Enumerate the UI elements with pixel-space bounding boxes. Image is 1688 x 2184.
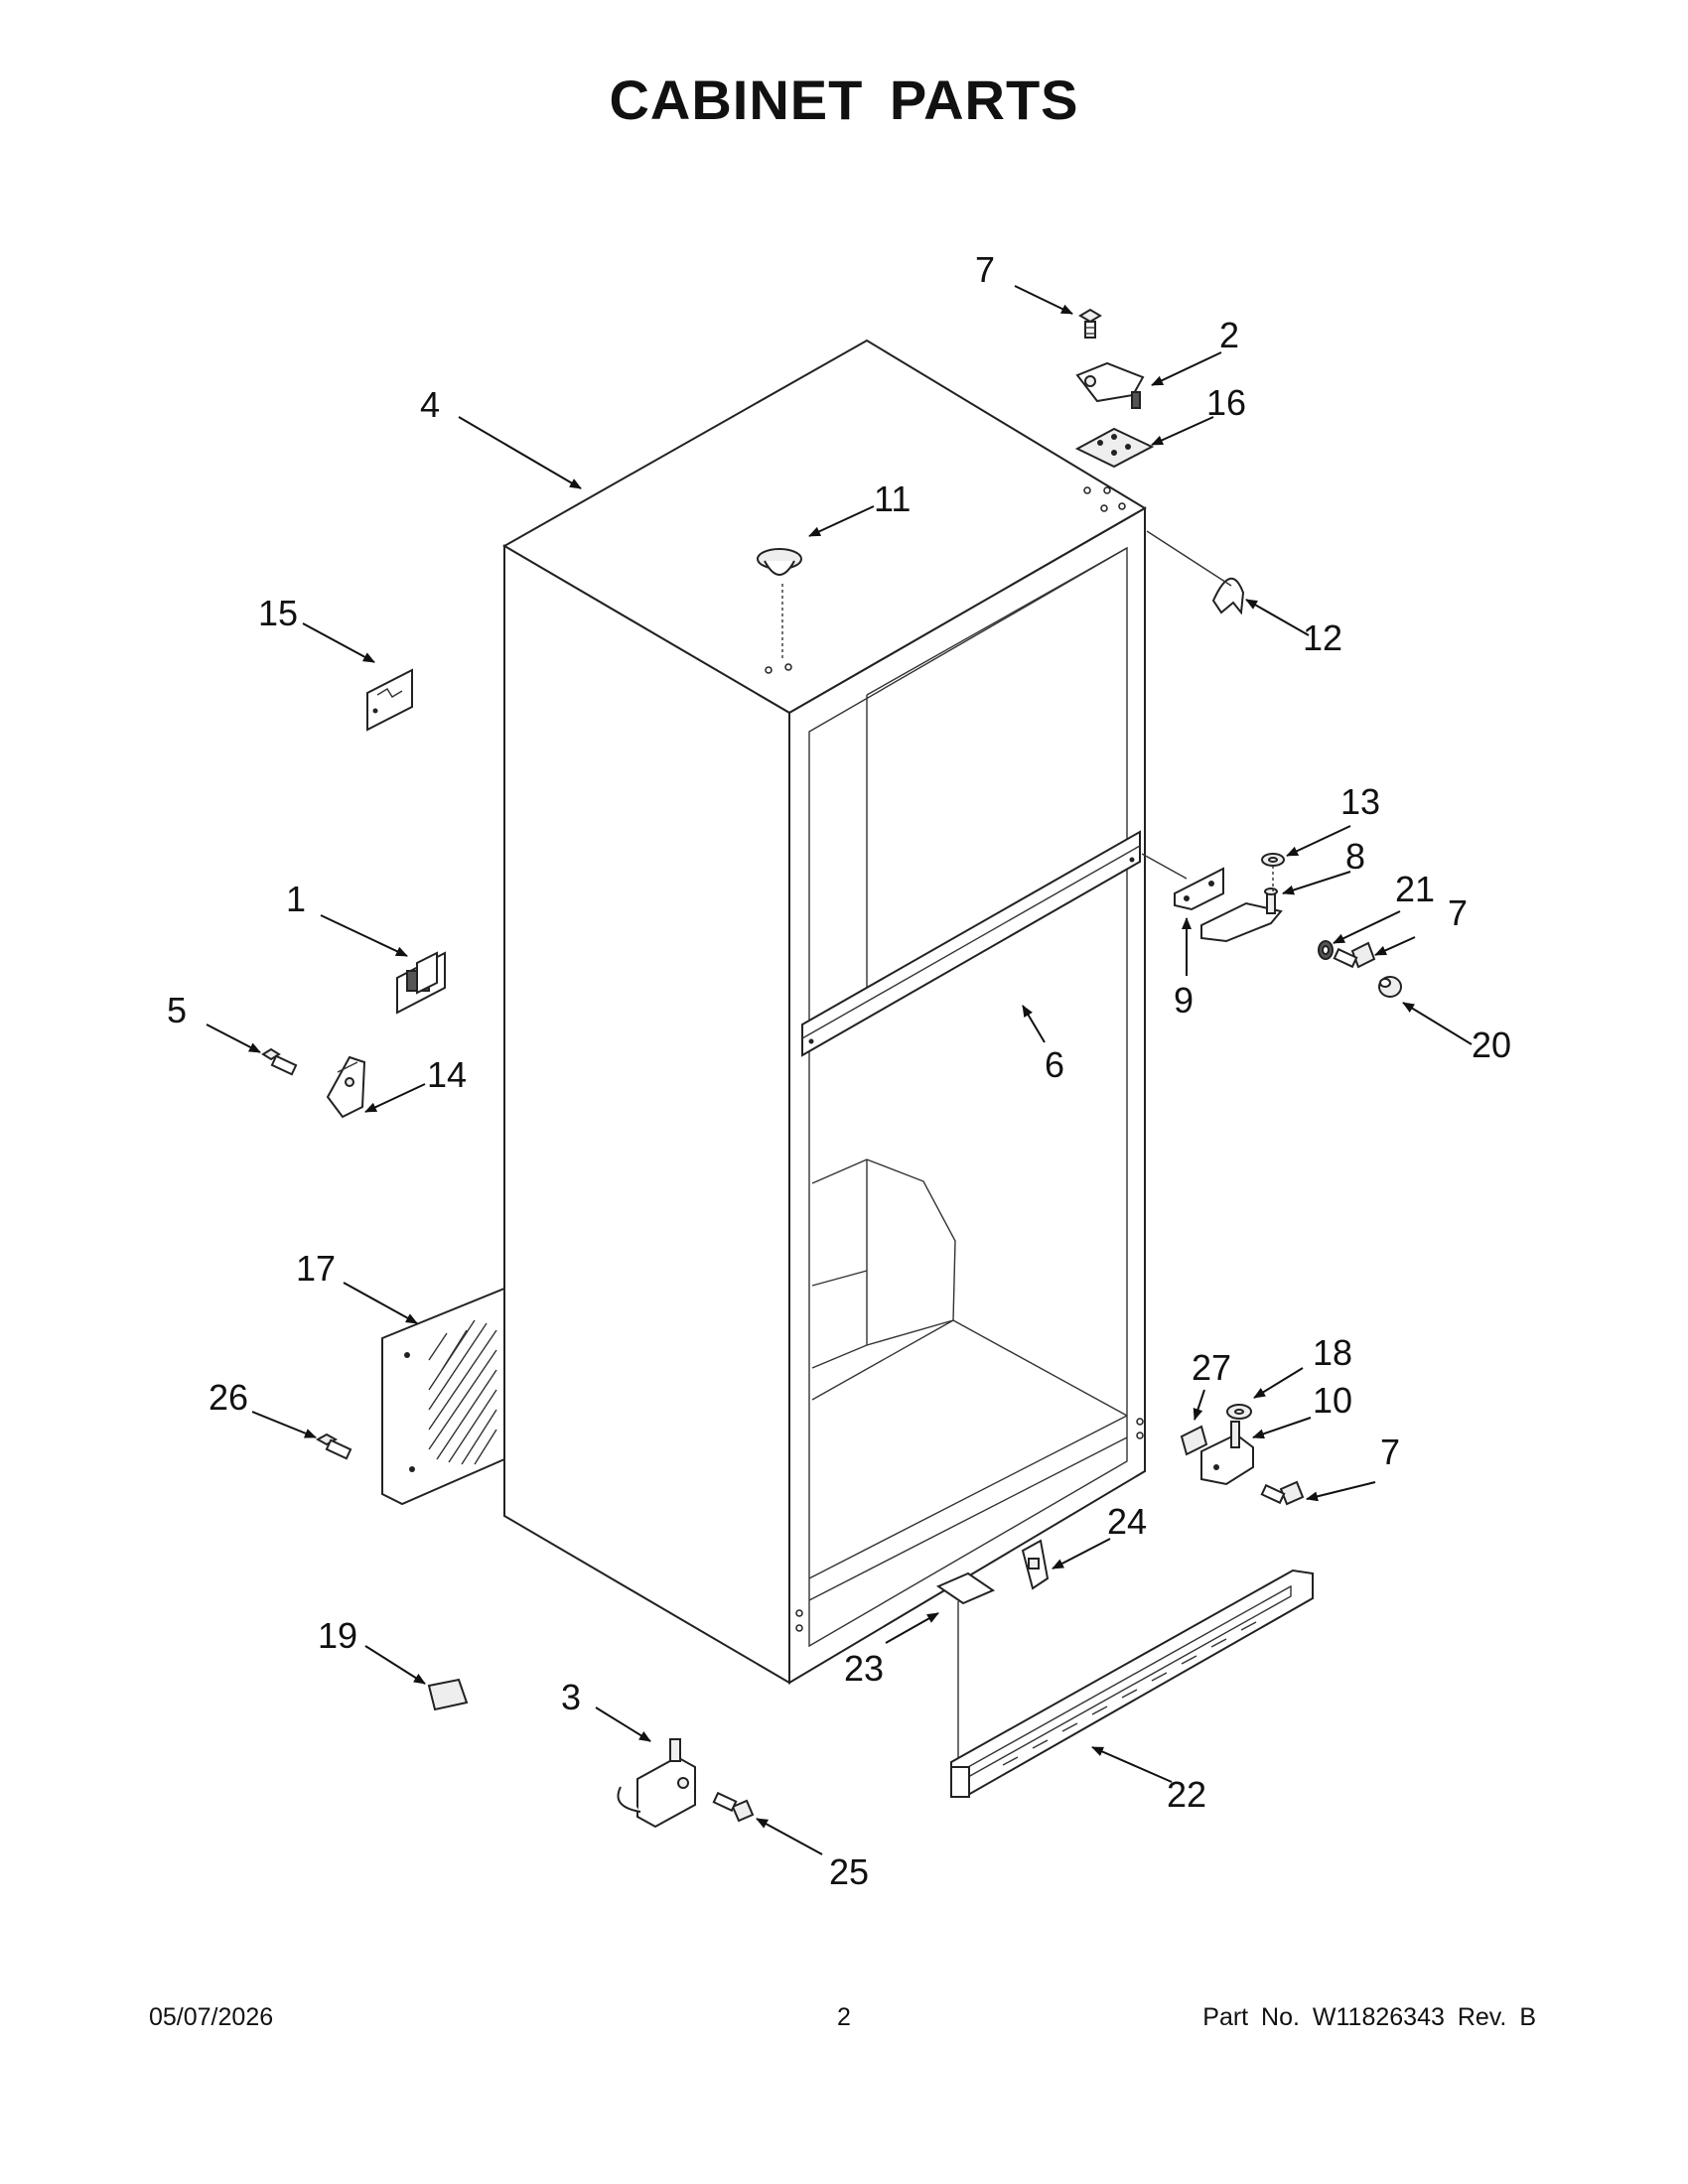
callout-19: 19 [318,1615,357,1656]
screw-part-7-middle [1333,941,1376,969]
clip-part-12 [1146,530,1245,615]
plug-part-11 [757,548,802,660]
shim-part-16 [1074,427,1155,469]
center-hinge-part-8 [1200,887,1283,943]
bracket-part-9 [1141,853,1224,911]
callout-23: 23 [844,1648,884,1689]
callout-7-top: 7 [975,249,995,290]
clip-part-24 [1021,1539,1050,1590]
callout-24: 24 [1107,1501,1147,1542]
callout-7-middle: 7 [1448,892,1468,933]
callout-14: 14 [427,1054,467,1095]
callout-1: 1 [286,879,306,919]
divider-rail [801,830,1141,1057]
callout-20: 20 [1472,1024,1511,1065]
washer-part-18 [1226,1404,1252,1420]
toe-grille-part-22 [950,1569,1314,1798]
callout-2: 2 [1219,315,1239,355]
footer-page-number: 2 [837,2003,851,2031]
leader-arrows [206,285,1473,1855]
clip-part-23 [935,1571,996,1759]
callout-13: 13 [1340,781,1380,822]
callout-3: 3 [561,1677,581,1717]
callout-4: 4 [420,384,440,425]
callout-8: 8 [1345,836,1365,877]
callout-18: 18 [1313,1332,1352,1373]
callout-21: 21 [1395,869,1435,909]
washer-part-21 [1318,940,1334,960]
screw-part-7-top [1078,308,1102,339]
screw-part-25 [712,1791,755,1823]
bottom-hinge-part-10 [1200,1421,1254,1486]
callout-12: 12 [1303,617,1342,658]
screw-part-5 [261,1047,298,1076]
page-title: CABINET PARTS [609,68,1079,131]
callout-26: 26 [209,1377,248,1418]
callout-10: 10 [1313,1380,1352,1421]
footer-date: 05/07/2026 [149,2003,274,2031]
hinge-bracket-part-14 [326,1055,366,1119]
callout-7-lower: 7 [1380,1432,1400,1472]
vent-panel-part-17 [381,1287,505,1506]
cap-part-20 [1378,976,1402,998]
top-hinge-part-2 [1075,361,1145,409]
clip-part-19 [427,1678,469,1711]
latch-part-1 [396,951,446,1015]
callout-25: 25 [829,1851,869,1892]
screw-part-7-lower [1260,1480,1305,1506]
footer-part-number: Part No. W11826343 Rev. B [1202,2003,1536,2031]
callout-6: 6 [1045,1044,1064,1085]
callout-15: 15 [258,593,298,633]
bracket-part-15 [366,668,413,732]
callout-11: 11 [874,478,911,519]
callout-9: 9 [1174,980,1194,1021]
callout-27: 27 [1192,1347,1231,1388]
hinge-bracket-part-3 [617,1738,696,1829]
callout-labels: 7 2 16 4 11 12 15 13 8 21 7 1 9 20 6 5 1… [167,249,1511,1892]
cabinet-shell [501,339,1147,1685]
shim-part-27 [1180,1425,1208,1456]
washer-part-13 [1261,853,1285,891]
callout-17: 17 [296,1248,336,1289]
screw-part-26 [315,1433,352,1460]
callout-5: 5 [167,990,187,1030]
callout-16: 16 [1206,382,1246,423]
callout-22: 22 [1167,1774,1206,1815]
